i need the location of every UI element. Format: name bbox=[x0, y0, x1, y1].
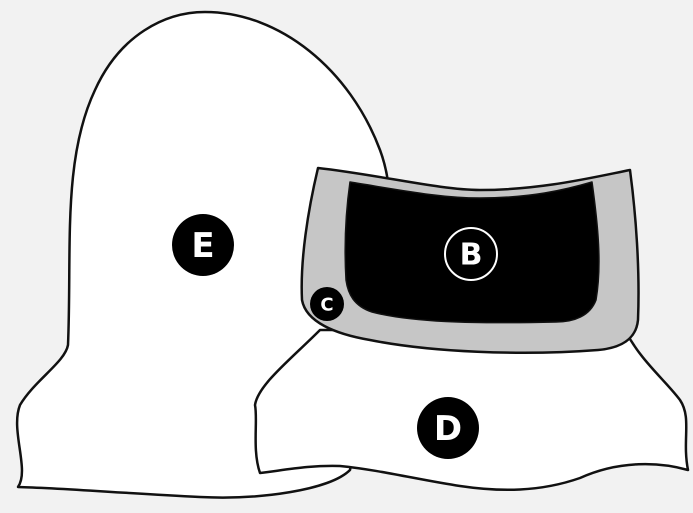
badge-c: C bbox=[310, 287, 344, 321]
badge-e: E bbox=[172, 214, 234, 276]
badge-d: D bbox=[417, 397, 479, 459]
label-b: B bbox=[460, 238, 483, 273]
label-e: E bbox=[191, 226, 214, 266]
label-c: C bbox=[320, 295, 333, 316]
label-d: D bbox=[434, 409, 462, 449]
badge-b: B bbox=[444, 227, 498, 281]
